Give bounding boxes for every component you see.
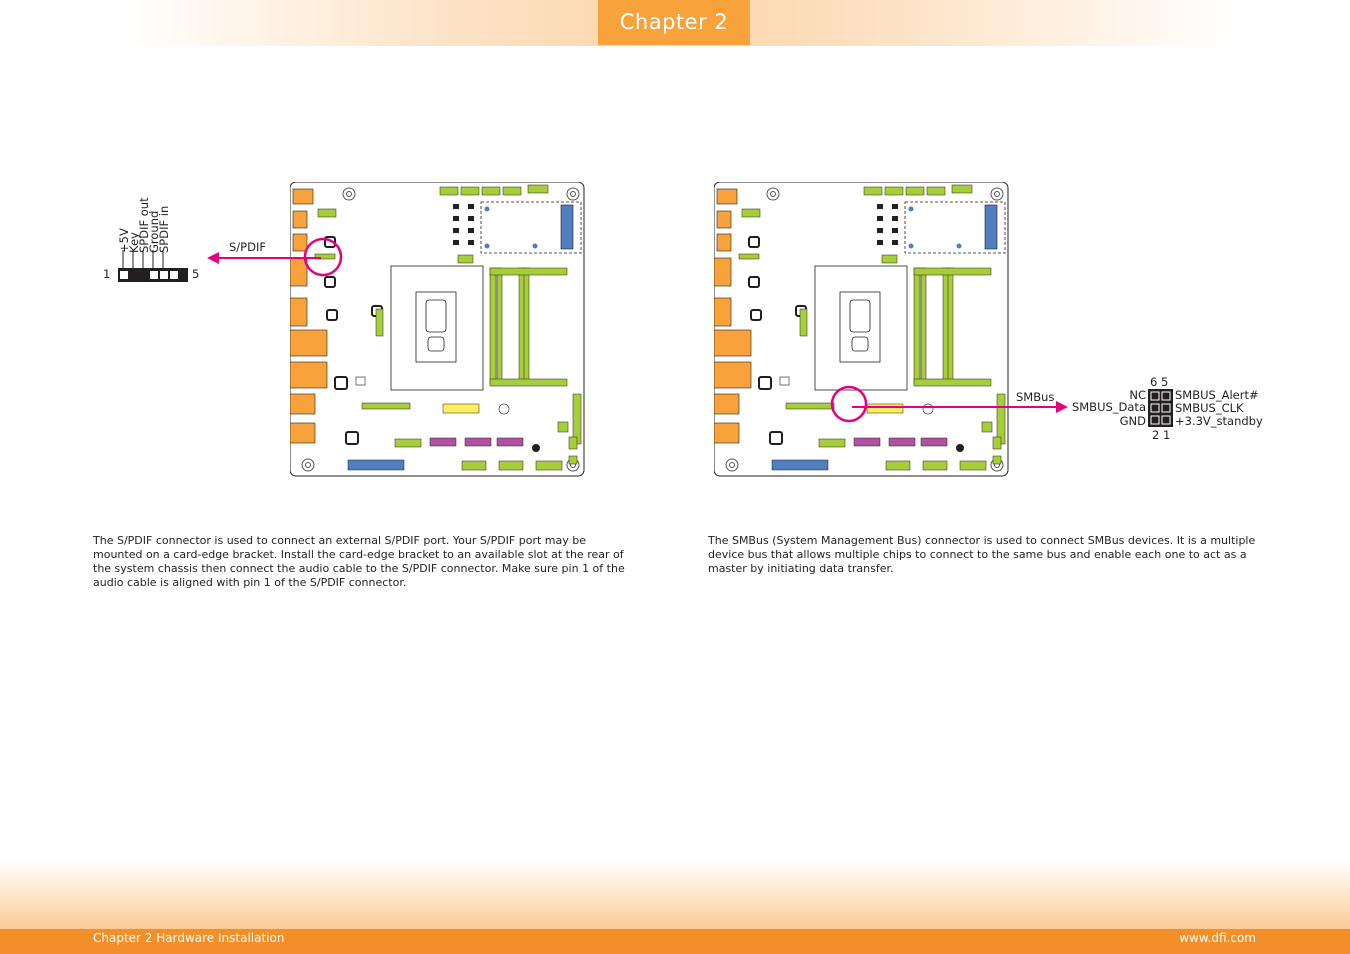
spdif-callout-label: S/PDIF <box>229 240 266 254</box>
footer-chapter-title: Chapter 2 Hardware Installation <box>93 931 285 945</box>
smbus-left-label-3: GND <box>1119 414 1146 428</box>
motherboard-diagram-spdif <box>290 182 585 477</box>
smbus-right-label-1: SMBUS_Alert# <box>1175 388 1259 402</box>
spdif-pin-first: 1 <box>103 267 111 281</box>
smbus-left-label-1: NC <box>1129 388 1146 402</box>
smbus-description: The SMBus (System Management Bus) connec… <box>708 534 1256 575</box>
footer-band <box>0 860 1350 930</box>
smbus-callout-label: SMBus <box>1016 390 1055 404</box>
spdif-description: The S/PDIF connector is used to connect … <box>93 534 625 589</box>
motherboard-diagram-smbus <box>714 182 1009 477</box>
smbus-right-label-2: SMBUS_CLK <box>1175 401 1244 415</box>
footer-bar <box>0 929 1350 954</box>
spdif-pin-header <box>118 250 188 282</box>
smbus-arrow <box>852 401 1068 413</box>
chapter-tab: Chapter 2 <box>598 0 750 45</box>
spdif-pin-last: 5 <box>192 267 200 281</box>
smbus-pin-top: 6 5 <box>1150 375 1169 389</box>
smbus-pin-bottom: 2 1 <box>1152 428 1171 442</box>
smbus-pin-header <box>1148 389 1173 427</box>
spdif-arrow <box>207 252 321 264</box>
smbus-right-label-3: +3.3V_standby <box>1175 414 1263 428</box>
smbus-highlight-circle <box>830 385 868 423</box>
smbus-left-label-2: SMBUS_Data <box>1071 400 1146 414</box>
footer-website-link[interactable]: www.dfi.com <box>1179 931 1256 945</box>
spdif-pin5-label: SPDIF in <box>157 205 171 253</box>
